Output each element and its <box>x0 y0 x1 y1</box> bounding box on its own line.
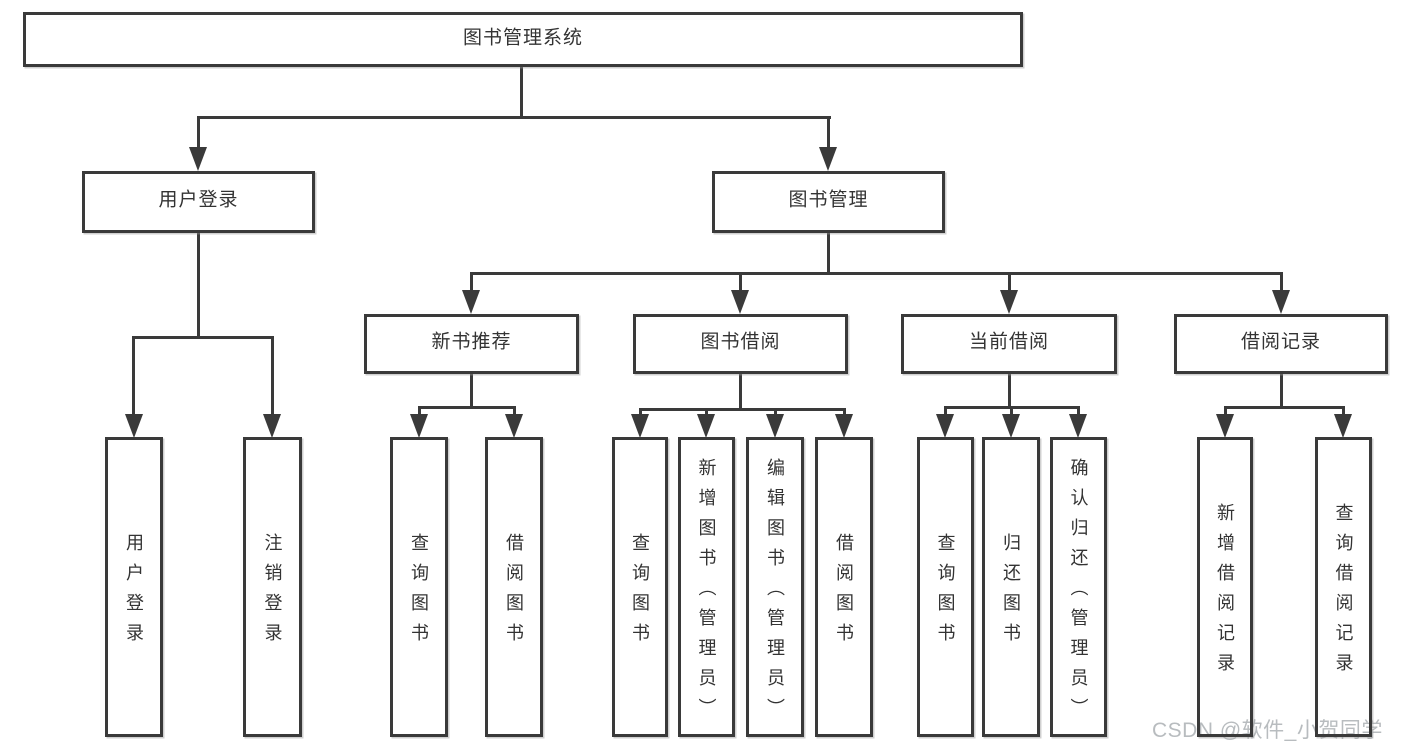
node-user-login-label: 用户登录 <box>158 189 239 211</box>
arrow-down-icon <box>936 414 954 438</box>
leaf-logout-label: 注销登录 <box>262 533 283 653</box>
arrow-down-icon <box>189 147 207 171</box>
leaf-add-book-admin-label: 新增图书（管理员） <box>696 458 717 728</box>
connector-records-stem <box>1280 374 1283 406</box>
connector-level3-branch <box>470 272 1282 275</box>
arrow-down-icon <box>731 290 749 314</box>
connector-drop <box>132 336 135 416</box>
leaf-add-borrow-record-label: 新增借阅记录 <box>1215 503 1235 683</box>
arrow-down-icon <box>1272 290 1290 314</box>
arrow-down-icon <box>697 414 715 438</box>
leaf-query-books-recommend: 查询图书 <box>390 437 448 737</box>
leaf-confirm-return-admin-label: 确认归还（管理员） <box>1068 458 1089 728</box>
connector-drop <box>1342 406 1345 416</box>
node-user-login: 用户登录 <box>82 171 315 233</box>
arrow-down-icon <box>505 414 523 438</box>
connector-drop <box>513 406 516 416</box>
node-book-borrow-label: 图书借阅 <box>700 331 781 353</box>
arrow-down-icon <box>819 147 837 171</box>
connector-drop <box>1280 272 1283 291</box>
leaf-logout: 注销登录 <box>243 437 302 737</box>
connector-recommend-branch <box>418 406 516 409</box>
arrow-down-icon <box>263 414 281 438</box>
leaf-borrow-books: 借阅图书 <box>815 437 873 737</box>
leaf-user-login: 用户登录 <box>105 437 163 737</box>
connector-userlogin-branch <box>133 336 274 339</box>
arrow-down-icon <box>631 414 649 438</box>
leaf-return-book: 归还图书 <box>982 437 1040 737</box>
arrow-down-icon <box>835 414 853 438</box>
connector-drop <box>418 406 421 416</box>
connector-drop <box>1008 272 1011 291</box>
leaf-query-books-recommend-label: 查询图书 <box>409 533 429 653</box>
node-new-book-recommend-label: 新书推荐 <box>431 331 512 353</box>
leaf-edit-book-admin-label: 编辑图书（管理员） <box>765 458 785 728</box>
connector-drop <box>739 272 742 291</box>
leaf-query-books-borrow: 查询图书 <box>612 437 668 737</box>
leaf-user-login-label: 用户登录 <box>124 533 144 653</box>
node-book-borrow: 图书借阅 <box>633 314 848 374</box>
arrow-down-icon <box>1069 414 1087 438</box>
leaf-borrow-books-recommend-label: 借阅图书 <box>504 533 524 653</box>
node-current-borrow: 当前借阅 <box>901 314 1117 374</box>
connector-borrow-branch <box>639 408 845 411</box>
node-borrow-records: 借阅记录 <box>1174 314 1388 374</box>
leaf-edit-book-admin: 编辑图书（管理员） <box>746 437 804 737</box>
connector-drop <box>944 406 947 416</box>
connector-drop-user-login <box>197 116 200 147</box>
connector-records-branch <box>1224 406 1344 409</box>
arrow-down-icon <box>410 414 428 438</box>
leaf-borrow-books-label: 借阅图书 <box>834 533 854 653</box>
arrow-down-icon <box>125 414 143 438</box>
connector-root-stem <box>520 67 523 116</box>
arrow-down-icon <box>1334 414 1352 438</box>
connector-bookmgmt-stem <box>827 233 830 272</box>
node-book-management-label: 图书管理 <box>788 189 869 211</box>
connector-current-stem <box>1008 374 1011 406</box>
leaf-add-borrow-record: 新增借阅记录 <box>1197 437 1253 737</box>
connector-recommend-stem <box>470 374 473 406</box>
arrow-down-icon <box>1002 414 1020 438</box>
connector-borrow-stem <box>739 374 742 408</box>
leaf-return-book-label: 归还图书 <box>1001 533 1021 653</box>
connector-drop <box>705 408 708 416</box>
arrow-down-icon <box>1216 414 1234 438</box>
connector-drop <box>843 408 846 416</box>
leaf-query-borrow-record: 查询借阅记录 <box>1315 437 1372 737</box>
node-root-label: 图书管理系统 <box>462 27 583 49</box>
node-book-management: 图书管理 <box>712 171 945 233</box>
arrow-down-icon <box>462 290 480 314</box>
connector-drop <box>1077 406 1080 416</box>
leaf-query-books-current: 查询图书 <box>917 437 974 737</box>
node-root: 图书管理系统 <box>23 12 1023 67</box>
leaf-query-books-borrow-label: 查询图书 <box>630 533 650 653</box>
connector-drop <box>1010 406 1013 416</box>
connector-drop <box>470 272 473 291</box>
leaf-query-borrow-record-label: 查询借阅记录 <box>1333 503 1354 683</box>
leaf-borrow-books-recommend: 借阅图书 <box>485 437 543 737</box>
node-current-borrow-label: 当前借阅 <box>968 331 1049 353</box>
connector-level1-branch <box>197 116 831 119</box>
connector-drop <box>1224 406 1227 416</box>
leaf-query-books-current-label: 查询图书 <box>935 533 956 653</box>
node-borrow-records-label: 借阅记录 <box>1240 331 1321 353</box>
node-new-book-recommend: 新书推荐 <box>364 314 579 374</box>
connector-drop-book-mgmt <box>827 116 830 147</box>
arrow-down-icon <box>766 414 784 438</box>
arrow-down-icon <box>1000 290 1018 314</box>
connector-drop <box>774 408 777 416</box>
connector-drop <box>271 336 274 416</box>
leaf-confirm-return-admin: 确认归还（管理员） <box>1050 437 1107 737</box>
connector-userlogin-stem <box>197 233 200 336</box>
connector-drop <box>639 408 642 416</box>
leaf-add-book-admin: 新增图书（管理员） <box>678 437 735 737</box>
